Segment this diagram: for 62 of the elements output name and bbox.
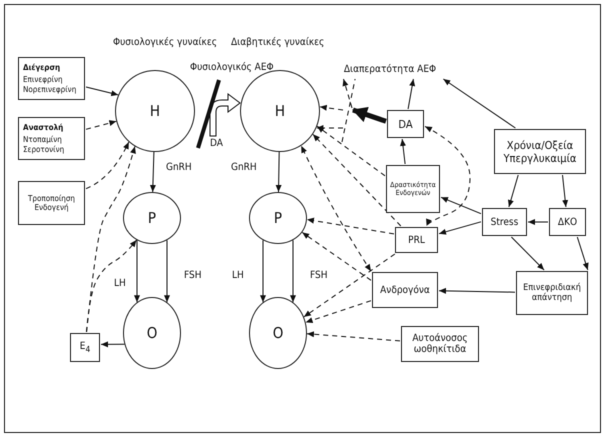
box-text: Επινεφρίνη Νορεπινεφρίνη bbox=[23, 74, 78, 94]
process-box: PRL bbox=[395, 227, 438, 253]
hollow-arrow bbox=[210, 94, 240, 136]
arrow bbox=[100, 341, 125, 348]
arrow bbox=[562, 174, 568, 208]
dashed-double-arrow bbox=[300, 145, 372, 272]
process-box: Επινεφριδιακή απάντηση bbox=[516, 271, 588, 315]
arrow bbox=[510, 236, 545, 270]
node-label: Διαπερατότητα ΑΕΦ bbox=[344, 64, 436, 76]
arrow bbox=[400, 138, 406, 164]
box-heading: Αναστολή bbox=[23, 122, 64, 132]
box-text: Ντοπαμίνη Σεροτονίνη bbox=[23, 134, 66, 154]
process-box: Ανδρογόνα bbox=[372, 272, 438, 308]
dashed-connector-line bbox=[342, 78, 356, 142]
dashed-arrow bbox=[312, 134, 402, 226]
hormone-circle: O bbox=[249, 297, 307, 369]
dashed-arrow bbox=[316, 125, 344, 131]
hormone-circle: O bbox=[123, 297, 181, 369]
dashed-arrow bbox=[342, 78, 352, 108]
hormone-circle: P bbox=[123, 192, 181, 244]
dashed-arrow bbox=[306, 331, 400, 342]
arrow bbox=[528, 219, 548, 225]
arrow bbox=[86, 86, 119, 96]
arrow bbox=[164, 240, 170, 303]
dashed-arrow bbox=[86, 240, 137, 332]
dashed-arrow bbox=[316, 126, 386, 176]
process-box: DA bbox=[387, 110, 424, 138]
arrow bbox=[508, 174, 519, 208]
dashed-arrow bbox=[302, 232, 372, 281]
arrow bbox=[438, 221, 482, 235]
dashed-arrow bbox=[86, 146, 136, 332]
process-box bbox=[18, 57, 85, 100]
dashed-arrow bbox=[86, 142, 130, 190]
hormone-circle: H bbox=[115, 70, 195, 152]
hormone-circle: P bbox=[249, 192, 307, 244]
arrow bbox=[276, 152, 282, 192]
heading-label: Διαβητικές γυναίκες bbox=[231, 37, 324, 49]
process-box: Stress bbox=[482, 208, 527, 236]
box-heading: Διέγερση bbox=[23, 62, 60, 72]
process-box: Τροποποίηση Ενδογενή bbox=[18, 181, 85, 225]
process-box: E$_{4}$ bbox=[70, 333, 100, 362]
process-box bbox=[18, 117, 85, 160]
arrow bbox=[134, 240, 140, 303]
arrow bbox=[290, 240, 296, 303]
arrow bbox=[408, 78, 416, 110]
dashed-arrow bbox=[86, 120, 117, 130]
arrow bbox=[440, 196, 482, 214]
thick-arrow bbox=[352, 106, 387, 124]
dashed-arrow bbox=[319, 104, 344, 111]
process-box: ΔΚΟ bbox=[549, 208, 586, 236]
dashed-arrow bbox=[306, 218, 394, 234]
arrow bbox=[442, 78, 516, 128]
arrow bbox=[438, 288, 516, 294]
heading-label: Φυσιολογικές γυναίκες bbox=[113, 37, 217, 49]
arrow bbox=[576, 236, 589, 270]
dashed-arrow bbox=[303, 254, 396, 318]
process-box: Αυτοάνοσος ωοθηκίτιδα bbox=[401, 326, 479, 362]
process-box: Χρόνια/Οξεία Υπεργλυκαιμία bbox=[494, 129, 586, 174]
arrow bbox=[260, 240, 266, 303]
dashed-double-arrow bbox=[424, 126, 470, 226]
dashed-arrow bbox=[305, 300, 372, 324]
arrow bbox=[150, 152, 156, 192]
